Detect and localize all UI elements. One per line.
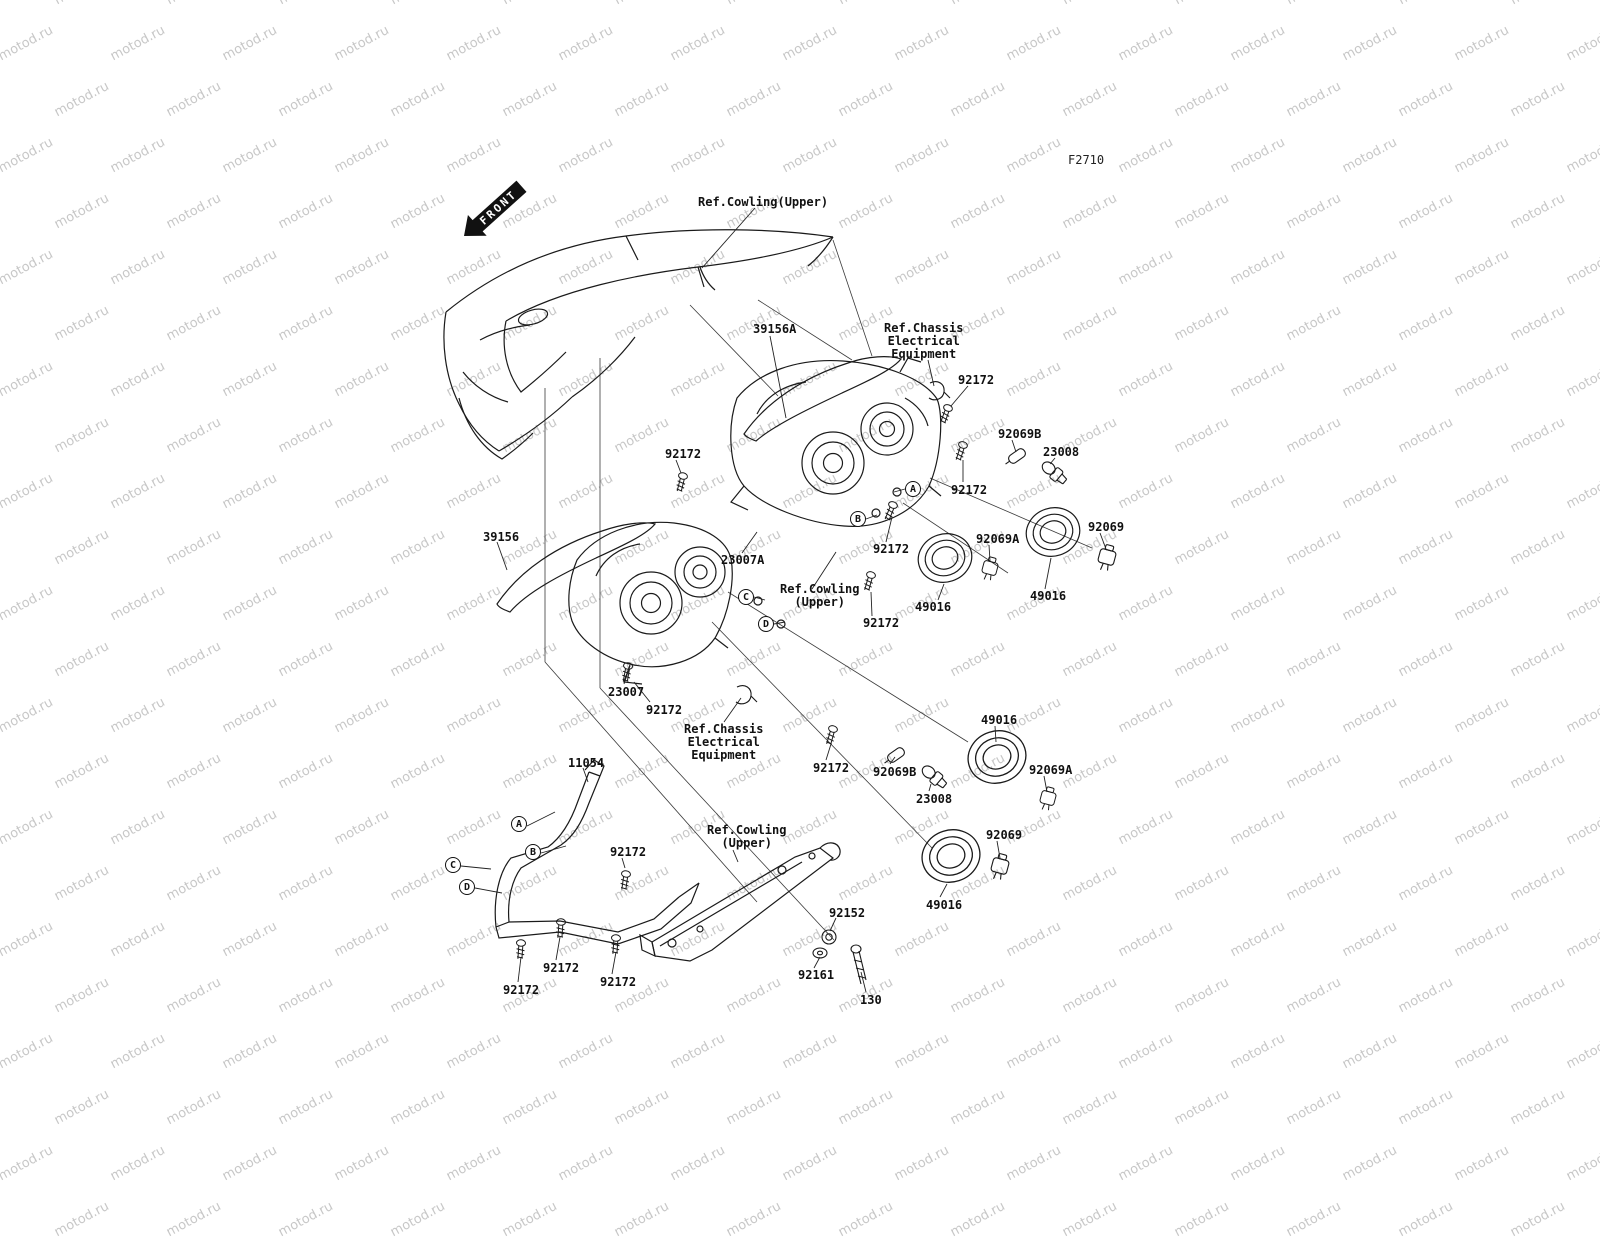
part-label-49016-1: 49016	[1030, 589, 1067, 603]
part-label-ref-cowling-upper-top: Ref.Cowling(Upper)	[698, 195, 829, 209]
part-label-92172-7: 92172	[813, 761, 850, 775]
hardware-bottom	[812, 929, 867, 985]
part-label-39156: 39156	[483, 530, 520, 544]
headlamp-lower	[568, 521, 786, 685]
watermark-text: motod.ru	[1395, 1198, 1456, 1240]
part-label-92069A-1: 92069A	[976, 532, 1020, 546]
diagram-art: FRONT	[443, 180, 1119, 993]
part-label-92172-1: 92172	[958, 373, 995, 387]
part-label-92172-10: 92172	[600, 975, 637, 989]
callout-a-5: A	[511, 816, 527, 832]
part-label-92161: 92161	[798, 968, 835, 982]
cowling-upper-art	[443, 229, 834, 460]
part-label-92172-6: 92172	[646, 703, 683, 717]
leader-lines	[460, 207, 1107, 993]
watermark-text: motod.ru	[387, 1198, 448, 1240]
part-label-92069B-1: 92069B	[998, 427, 1042, 441]
watermark-text: motod.ru	[275, 1198, 336, 1240]
part-label-ref-chassis-bottom: Ref.Chassis Electrical Equipment	[684, 722, 764, 762]
clamp-art-1	[928, 381, 951, 401]
part-label-92172-8: 92172	[610, 845, 647, 859]
watermark-text: motod.ru	[163, 1198, 224, 1240]
part-label-92172-5: 92172	[863, 616, 900, 630]
callout-b-2: B	[850, 511, 866, 527]
part-label-23008-1: 23008	[1043, 445, 1080, 459]
cap-92069B-2	[884, 747, 905, 764]
callout-c-3: C	[738, 589, 754, 605]
part-label-ref-cowling-upper-bottom: Ref.Cowling (Upper)	[707, 823, 787, 850]
part-label-23007: 23007	[608, 685, 645, 699]
callout-d-4: D	[758, 616, 774, 632]
watermark-text: motod.ru	[1507, 1198, 1568, 1240]
watermark-text: motod.ru	[51, 1198, 112, 1240]
part-label-92172-11: 92172	[503, 983, 540, 997]
part-label-92069-1: 92069	[1088, 520, 1125, 534]
watermark-text: motod.ru	[499, 1198, 560, 1240]
clamp-art-2	[735, 685, 758, 705]
watermark-text: motod.ru	[947, 1198, 1008, 1240]
part-label-92172-2: 92172	[665, 447, 702, 461]
cap-92069B-1	[1005, 448, 1026, 465]
part-label-49016-3: 49016	[981, 713, 1018, 727]
watermark-text: motod.ru	[611, 1198, 672, 1240]
part-label-23007A: 23007A	[721, 553, 765, 567]
watermark-text: motod.ru	[723, 1198, 784, 1240]
part-label-92069A-2: 92069A	[1029, 763, 1073, 777]
trim-39156A	[743, 356, 903, 442]
part-label-92172-4: 92172	[873, 542, 910, 556]
part-label-39156A: 39156A	[753, 322, 797, 336]
watermark-text: motod.ru	[1171, 1198, 1232, 1240]
figure-code: F2710	[1068, 153, 1105, 167]
callout-d-8: D	[459, 879, 475, 895]
callout-c-7: C	[445, 857, 461, 873]
part-label-92172-9: 92172	[543, 961, 580, 975]
part-label-92152: 92152	[829, 906, 866, 920]
part-label-130: 130	[860, 993, 882, 1007]
part-label-49016-4: 49016	[926, 898, 963, 912]
bracket-11054	[494, 759, 700, 945]
part-label-49016-2: 49016	[915, 600, 952, 614]
part-label-ref-chassis-top: Ref.Chassis Electrical Equipment	[884, 321, 964, 361]
trim-39156	[496, 522, 657, 613]
part-label-ref-cowling-upper-mid: Ref.Cowling (Upper)	[780, 582, 860, 609]
part-label-11054: 11054	[568, 756, 605, 770]
watermark-text: motod.ru	[1059, 1198, 1120, 1240]
part-label-92172-3: 92172	[951, 483, 988, 497]
watermark-text: motod.ru	[1283, 1198, 1344, 1240]
headlamp-upper	[730, 357, 942, 527]
callout-b-6: B	[525, 844, 541, 860]
stay-art	[639, 842, 841, 962]
watermark-text: motod.ru	[835, 1198, 896, 1240]
part-label-23008-2: 23008	[916, 792, 953, 806]
part-label-92069B-2: 92069B	[873, 765, 917, 779]
callout-a-1: A	[905, 481, 921, 497]
part-label-92069-2: 92069	[986, 828, 1023, 842]
